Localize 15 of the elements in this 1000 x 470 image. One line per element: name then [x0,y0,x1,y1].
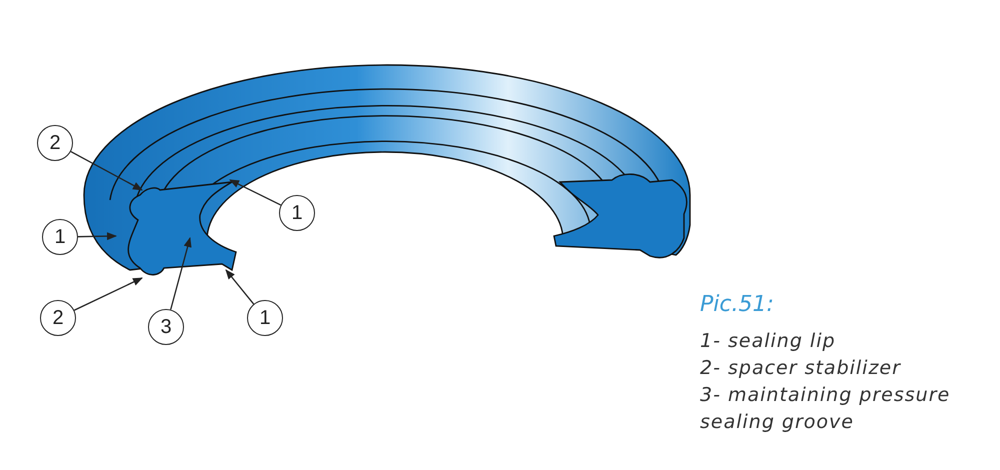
callout-number: 1 [247,300,283,336]
callout-number: 1 [42,219,78,255]
key-text: 2- spacer stabilizer [700,356,902,381]
callout-number: 2 [37,125,73,161]
leader-line [229,179,282,206]
key-text: 1- sealing lip [700,329,837,354]
leader-line [70,150,143,191]
callout-number: 1 [279,195,315,231]
leader-line [74,277,143,311]
callout-number: 2 [40,300,76,336]
key-text: 3- maintaining pressure sealing groove [700,383,952,435]
figure-title: Pic.51: [700,292,774,317]
leader-line [170,237,192,310]
callout-number: 3 [148,309,184,345]
leader-line [225,269,254,304]
